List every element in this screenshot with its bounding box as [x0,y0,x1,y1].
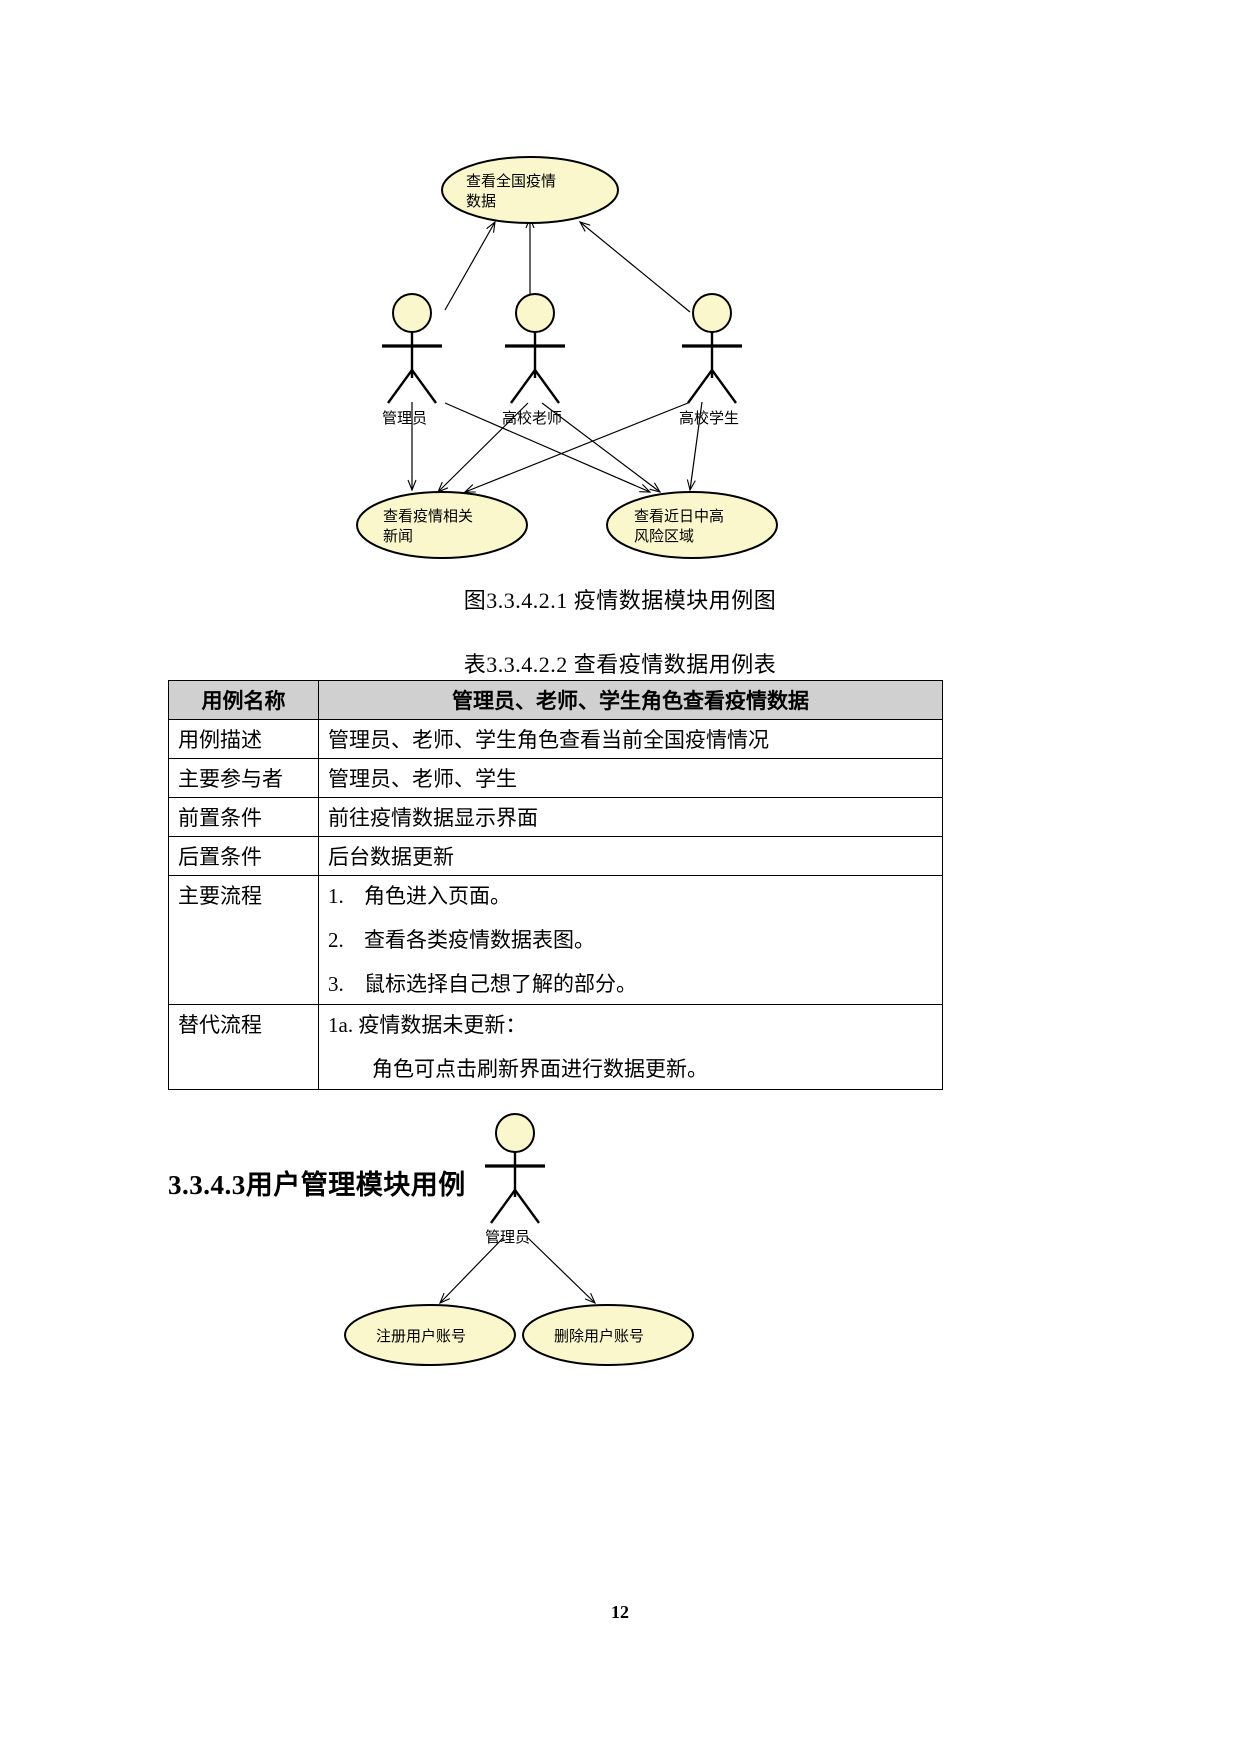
table-header-value: 管理员、老师、学生角色查看疫情数据 [318,680,943,720]
table-row: 后置条件 后台数据更新 [168,836,943,876]
table-caption: 表3.3.4.2.2 查看疫情数据用例表 [463,652,777,677]
table-row: 用例描述 管理员、老师、学生角色查看当前全国疫情情况 [168,719,943,759]
usecase-view-national-data-line1: 查看全国疫情 [466,172,556,190]
table-cell-value: 管理员、老师、学生 [318,758,943,798]
usecase-view-national-data: 查看全国疫情 数据 [441,156,619,224]
table-cell-alternate-flow: 1a. 疫情数据未更新： 角色可点击刷新界面进行数据更新。 [318,1004,943,1090]
assoc-admin-to-register [438,1237,504,1305]
usecase-view-risk-areas-line2: 风险区域 [634,528,694,545]
assoc-student-to-risk [686,401,703,492]
main-flow-step: 2. 查看各类疫情数据表图。 [328,924,933,954]
figure-caption-1: 图3.3.4.2.1 疫情数据模块用例图 [463,588,777,613]
table-row-header: 用例名称 管理员、老师、学生角色查看疫情数据 [168,680,943,720]
table-row: 主要参与者 管理员、老师、学生 [168,758,943,798]
table-cell-value: 前往疫情数据显示界面 [318,797,943,837]
assoc-student-to-news [463,402,689,493]
main-flow-step-text: 鼠标选择自己想了解的部分。 [364,972,637,996]
usecase-delete-account: 删除用户账号 [522,1304,694,1366]
usecase-register-account: 注册用户账号 [344,1304,516,1366]
table-header-key: 用例名称 [168,680,319,720]
usecase-view-risk-areas-line1: 查看近日中高 [634,508,724,525]
usecase-delete-account-label: 删除用户账号 [554,1328,644,1345]
page-number: 12 [611,1602,629,1622]
assoc-admin-to-risk [444,402,652,493]
table-row-main-flow: 主要流程 1. 角色进入页面。 2. 查看各类疫情数据表图。 3. 鼠标选择自己想了解… [168,875,943,1005]
actor-admin: 管理员 [382,293,442,427]
assoc-teacher-to-news [436,402,529,494]
assoc-student-to-top [578,221,691,313]
actor-admin-2-label: 管理员 [485,1229,530,1246]
section-heading-user-management: 3.3.4.3用户管理模块用例 [168,1170,466,1200]
assoc-admin-to-delete [527,1237,597,1305]
usecase-view-news: 查看疫情相关 新闻 [356,491,528,559]
usecase-diagram-epidemic-data: 查看全国疫情 数据 管理员 高校老师 [290,150,950,580]
table-cell-value: 管理员、老师、学生角色查看当前全国疫情情况 [318,719,943,759]
usecase-register-account-label: 注册用户账号 [376,1328,466,1345]
usecase-view-risk-areas: 查看近日中高 风险区域 [606,491,778,559]
table-cell-key: 主要流程 [168,875,319,1005]
alternate-flow-line: 角色可点击刷新界面进行数据更新。 [372,1057,708,1081]
main-flow-step-number: 2. [328,928,344,952]
table-cell-key: 后置条件 [168,836,319,876]
actor-student: 高校学生 [679,293,742,427]
table-row-alternate-flow: 替代流程 1a. 疫情数据未更新： 角色可点击刷新界面进行数据更新。 [168,1004,943,1090]
actor-teacher-label: 高校老师 [502,410,562,427]
actor-admin-2: 管理员 [485,1113,545,1246]
table-cell-key: 主要参与者 [168,758,319,798]
main-flow-step-text: 角色进入页面。 [364,884,511,908]
assoc-admin-to-top [444,220,496,311]
main-flow-step: 3. 鼠标选择自己想了解的部分。 [328,968,933,998]
table-cell-value: 后台数据更新 [318,836,943,876]
main-flow-step-number: 3. [328,972,344,996]
table-cell-main-flow: 1. 角色进入页面。 2. 查看各类疫情数据表图。 3. 鼠标选择自己想了解的部分。 [318,875,943,1005]
table-cell-key: 用例描述 [168,719,319,759]
usecase-table: 用例名称 管理员、老师、学生角色查看疫情数据 用例描述 管理员、老师、学生角色查… [168,680,943,1090]
actor-admin-label: 管理员 [382,410,427,427]
actor-student-label: 高校学生 [679,410,739,427]
usecase-view-news-line2: 新闻 [383,528,413,545]
main-flow-step: 1. 角色进入页面。 [328,880,933,910]
actor-teacher: 高校老师 [502,293,565,427]
table-cell-key: 替代流程 [168,1004,319,1090]
usecase-diagram-user-management: 管理员 注册用户账号 删除用户账号 [300,1105,730,1375]
assoc-teacher-to-risk [541,402,662,493]
alternate-flow-line: 1a. 疫情数据未更新： [328,1013,527,1037]
table-cell-key: 前置条件 [168,797,319,837]
main-flow-step-text: 查看各类疫情数据表图。 [364,928,595,952]
table-row: 前置条件 前往疫情数据显示界面 [168,797,943,837]
usecase-view-national-data-line2: 数据 [466,193,496,210]
main-flow-step-number: 1. [328,884,344,908]
usecase-view-news-line1: 查看疫情相关 [383,508,473,525]
